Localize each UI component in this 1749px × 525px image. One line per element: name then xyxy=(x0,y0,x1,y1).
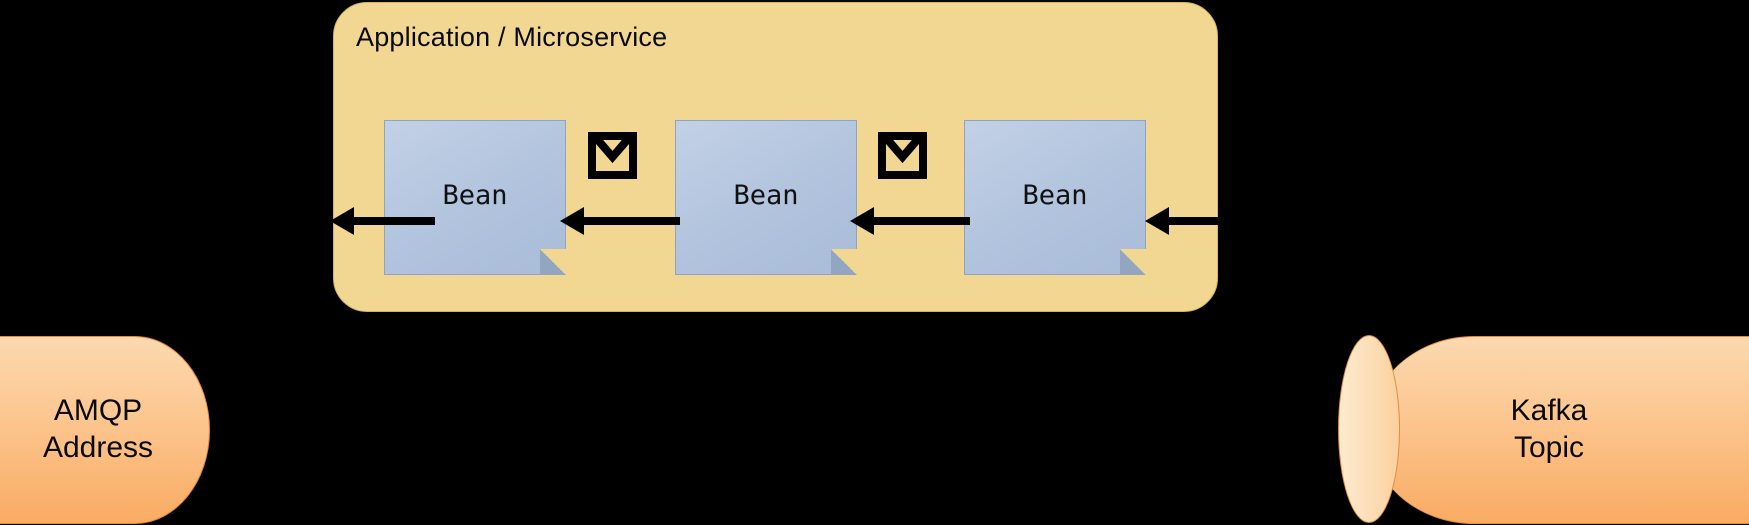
bean-label: Bean xyxy=(1022,180,1088,211)
arrow-head-left xyxy=(850,207,874,235)
amqp-address-line-1: AMQP xyxy=(53,394,143,428)
bean-label: Bean xyxy=(733,180,799,211)
arrow-head-left xyxy=(330,207,354,235)
arrow-shaft xyxy=(352,217,435,225)
application-title: Application / Microservice xyxy=(356,22,668,52)
amqp-address-endpoint[interactable]: AMQP Address xyxy=(0,336,210,524)
bean-node-1[interactable]: Bean xyxy=(384,120,566,275)
bean-node-2[interactable]: Bean xyxy=(675,120,857,275)
kafka-topic-line-2: Topic xyxy=(1513,431,1585,464)
arrow-head-left xyxy=(560,207,584,235)
envelope-icon xyxy=(588,132,637,179)
envelope-icon xyxy=(878,132,927,179)
application-microservice-container: Application / Microservice Bean Bean Bea… xyxy=(333,2,1218,312)
kafka-topic-line-1: Kafka xyxy=(1510,394,1588,428)
arrow-bean2-to-bean1 xyxy=(560,207,680,235)
cylinder-body xyxy=(1369,336,1749,524)
cylinder-cap xyxy=(1338,335,1400,523)
arrow-shaft xyxy=(1167,217,1260,225)
kafka-topic-label: Kafka Topic xyxy=(1399,336,1699,524)
arrow-shaft xyxy=(872,217,970,225)
cylinder-body xyxy=(0,336,210,524)
bean-label: Bean xyxy=(442,180,508,211)
bean-node-3[interactable]: Bean xyxy=(964,120,1146,275)
arrow-bean1-to-amqp xyxy=(330,207,435,235)
arrow-kafka-to-bean3 xyxy=(1145,207,1260,235)
arrow-shaft xyxy=(582,217,680,225)
amqp-address-label: AMQP Address xyxy=(0,336,196,524)
arrow-head-left xyxy=(1145,207,1169,235)
amqp-address-line-2: Address xyxy=(42,431,154,464)
kafka-topic-endpoint[interactable]: Kafka Topic xyxy=(1338,335,1749,524)
arrow-bean3-to-bean2 xyxy=(850,207,970,235)
